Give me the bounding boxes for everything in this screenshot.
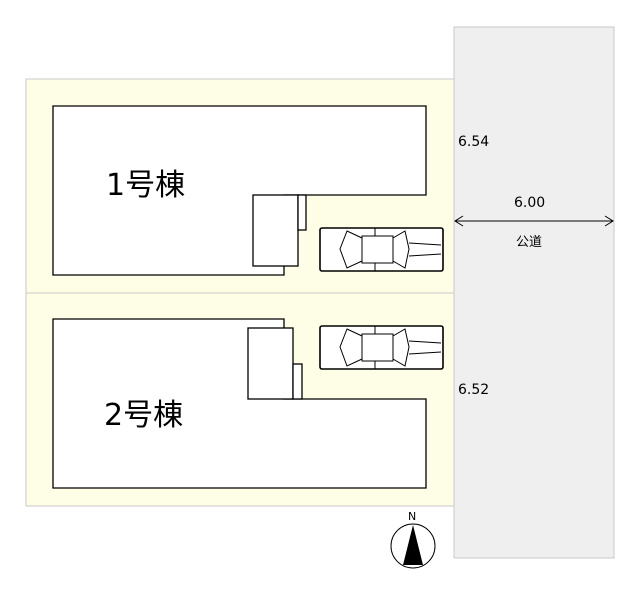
building-1-label: 1号棟: [106, 168, 186, 203]
building-1-porch: [297, 194, 307, 231]
car-1: [319, 227, 444, 272]
lot-1-frontage: 6.54: [458, 134, 490, 150]
road-width: 6.00: [514, 195, 546, 211]
building-1-annex: [252, 194, 299, 267]
building-2: [52, 318, 427, 489]
building-2-label: 2号棟: [104, 398, 184, 433]
lot-2-frontage: 6.52: [458, 382, 490, 398]
road-width-arrow: [454, 215, 614, 227]
car-2: [319, 325, 444, 370]
north-arrow-icon: [403, 525, 423, 565]
building-2-annex: [247, 327, 294, 400]
building-2-porch: [292, 363, 303, 400]
road-label: 公道: [516, 235, 543, 250]
compass-label: N: [408, 510, 417, 523]
north-compass: [390, 523, 436, 569]
road: [453, 26, 615, 559]
